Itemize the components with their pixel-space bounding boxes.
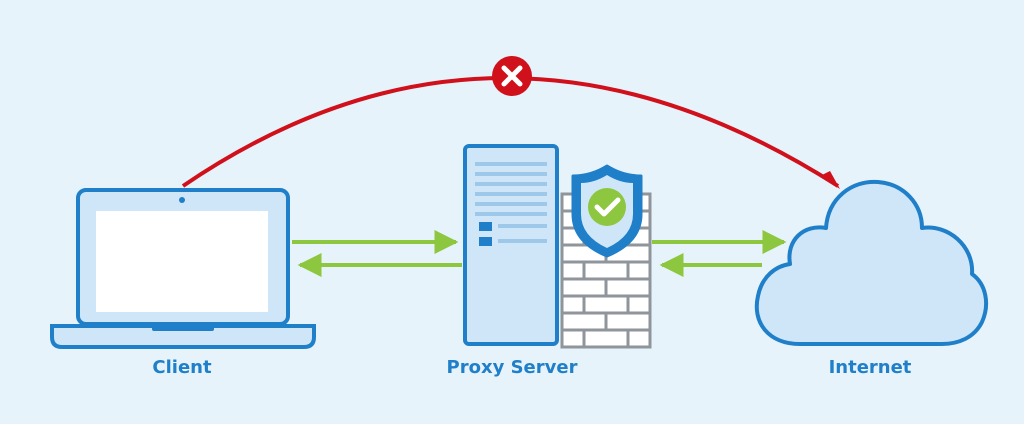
proxy-server-label: Proxy Server (446, 357, 578, 378)
server-icon (463, 144, 559, 346)
shield-check-icon (571, 164, 643, 258)
internet-label: Internet (828, 357, 912, 378)
blocked-arc-arrowhead (820, 171, 840, 189)
cloud-icon (754, 179, 989, 346)
client-label: Client (152, 357, 212, 378)
laptop-icon (50, 188, 316, 349)
x-circle-icon (492, 56, 532, 96)
